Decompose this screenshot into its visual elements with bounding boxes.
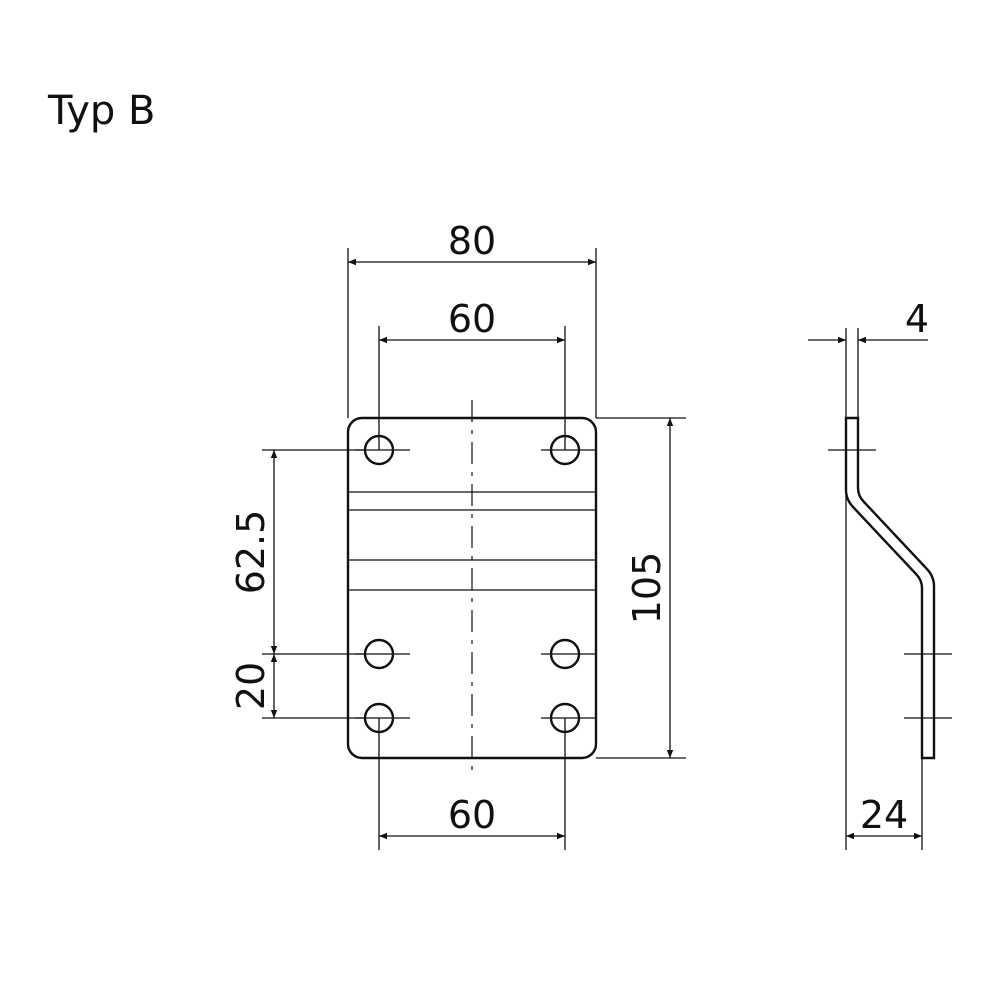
dim-vertical-hole-spacing: 62.5 (229, 510, 273, 595)
bracket-profile (844, 416, 936, 760)
mounting-holes (355, 434, 596, 734)
dim-overall-width: 80 (448, 219, 496, 263)
front-view: 80 60 60 105 62.5 20 (229, 219, 686, 850)
dim-offset-depth: 24 (860, 793, 908, 837)
dim-height: 105 (625, 552, 669, 625)
dim-lower-hole-pitch: 20 (229, 662, 273, 710)
drawing-title: Typ B (47, 88, 155, 134)
dim-hole-spacing-bottom: 60 (448, 793, 496, 837)
dim-thickness: 4 (905, 297, 929, 341)
dim-hole-spacing-top: 60 (448, 297, 496, 341)
side-view: 4 24 (808, 297, 952, 850)
